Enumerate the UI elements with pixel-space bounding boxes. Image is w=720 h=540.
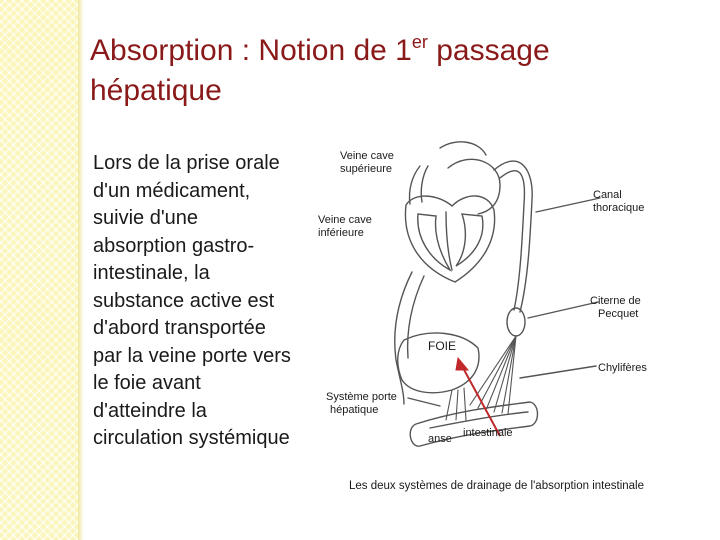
label-canal-2: thoracique bbox=[593, 202, 644, 215]
body-line: suivie d'une bbox=[93, 205, 343, 233]
label-anse: anse bbox=[428, 433, 452, 446]
body-line: par la veine porte vers bbox=[93, 343, 343, 371]
label-canal: Canal thoracique bbox=[593, 189, 644, 215]
body-line: d'un médicament, bbox=[93, 178, 343, 206]
body-line: le foie avant bbox=[93, 370, 343, 398]
label-vcs-1: Veine cave bbox=[340, 150, 394, 163]
label-citerne: Citerne de Pecquet bbox=[590, 295, 641, 321]
leader-chyliferes bbox=[520, 366, 596, 378]
body-line: absorption gastro- bbox=[93, 233, 343, 261]
body-line: circulation systémique bbox=[93, 425, 343, 453]
label-foie: FOIE bbox=[428, 340, 456, 353]
label-chyliferes: Chylifères bbox=[598, 362, 647, 375]
label-intestinale: intestinale bbox=[463, 427, 513, 440]
thoracic-duct-2 bbox=[500, 171, 524, 310]
label-vcs-2: supérieure bbox=[340, 163, 394, 176]
body-line: Lors de la prise orale bbox=[93, 150, 343, 178]
body-paragraph: Lors de la prise orale d'un médicament, … bbox=[93, 150, 343, 453]
heart-inner-left bbox=[418, 214, 450, 270]
inferior-vena-cava-2 bbox=[408, 276, 424, 358]
leader-citerne bbox=[528, 302, 598, 318]
body-line: d'atteindre la bbox=[93, 398, 343, 426]
heart-septum bbox=[446, 212, 452, 270]
body-line: substance active est bbox=[93, 288, 343, 316]
heart-inner-right bbox=[456, 214, 483, 266]
label-citerne-1: Citerne de bbox=[590, 295, 641, 308]
leader-porte bbox=[408, 398, 440, 406]
leader-canal bbox=[536, 198, 600, 212]
intestinal-loop-inner bbox=[430, 412, 528, 428]
body-line: d'abord transportée bbox=[93, 315, 343, 343]
label-vcs: Veine cave supérieure bbox=[340, 150, 394, 176]
label-canal-1: Canal bbox=[593, 189, 644, 202]
body-line: intestinale, la bbox=[93, 260, 343, 288]
diagram-caption: Les deux systèmes de drainage de l'absor… bbox=[349, 480, 644, 493]
label-citerne-2: Pecquet bbox=[590, 308, 641, 321]
cisterna-chyli bbox=[507, 308, 525, 336]
jugular-curve bbox=[440, 142, 486, 155]
